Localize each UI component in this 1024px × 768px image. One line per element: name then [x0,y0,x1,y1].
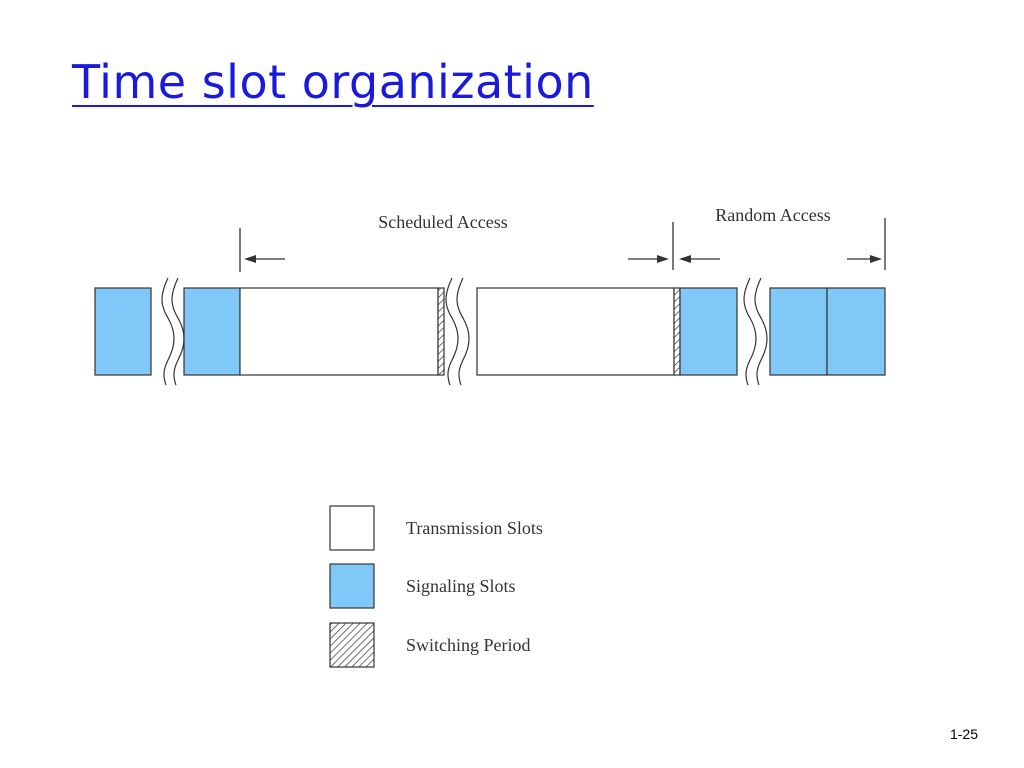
scheduled-access-label: Scheduled Access [378,212,507,232]
page-number: 1-25 [949,726,978,742]
signaling-slot [94,287,152,376]
legend-label-switching: Switching Period [406,635,531,655]
signaling-slot [769,287,828,376]
random-left-arrowhead [679,255,691,263]
page-title: Time slot organization [72,55,594,109]
transmission-slot [476,287,675,376]
break-symbol [161,277,185,386]
signaling-slot [183,287,241,376]
scheduled-right-arrowhead [657,255,669,263]
switching-period [437,287,445,376]
random-access-span: Random Access [679,205,886,270]
scheduled-left-arrowhead [244,255,256,263]
legend: Transmission Slots Signaling Slots Switc… [329,505,543,668]
break-symbol [445,277,470,386]
signaling-slot [826,287,886,376]
legend-swatch-signaling [329,563,375,609]
legend-swatch-switching [329,622,375,668]
scheduled-access-span: Scheduled Access [239,212,674,272]
random-access-label: Random Access [715,205,830,225]
switching-period [673,287,681,376]
signaling-slot [679,287,738,376]
legend-label-transmission: Transmission Slots [406,518,543,538]
legend-swatch-transmission [329,505,375,551]
legend-label-signaling: Signaling Slots [406,576,516,596]
transmission-slot [239,287,439,376]
random-right-arrowhead [870,255,882,263]
break-symbol [743,277,768,386]
slot-bar [94,277,886,386]
